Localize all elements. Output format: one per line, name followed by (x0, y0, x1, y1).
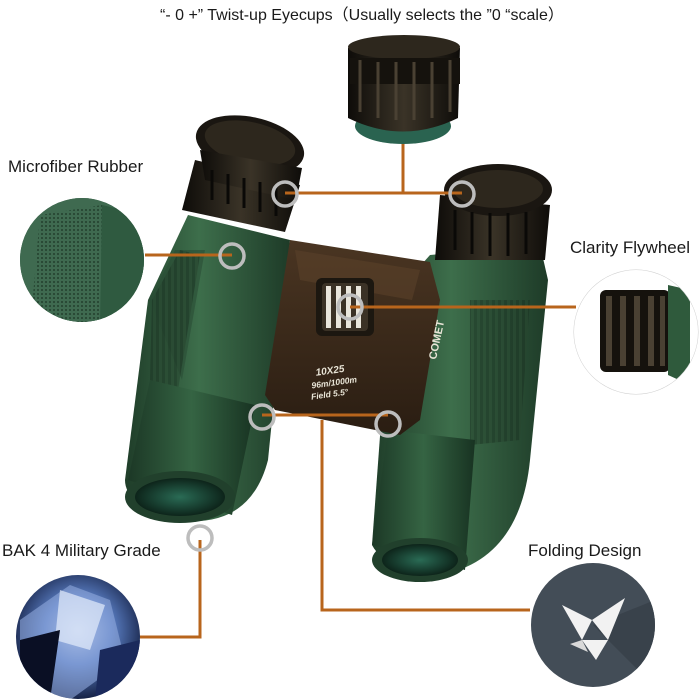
folding-detail-image (531, 563, 655, 687)
left-eyecup (182, 115, 305, 232)
model-text: 10X25 (315, 364, 346, 379)
folding-callout-label: Folding Design (528, 541, 642, 560)
flywheel-callout-label: Clarity Flywheel (570, 238, 690, 257)
bak4-callout-label: BAK 4 Military Grade (2, 541, 161, 560)
marker-hinge-right (374, 410, 402, 438)
marker-right-eyecup (448, 180, 476, 208)
marker-flywheel (336, 293, 364, 321)
right-eyecup (435, 164, 552, 260)
binocular: 10X25 96m/1000m Field 5.5° COMET (125, 115, 552, 582)
marker-left-eyecup (271, 180, 299, 208)
leader-lines (140, 140, 576, 639)
marker-lens (186, 524, 214, 552)
microfiber-detail-image (20, 198, 144, 322)
flywheel-detail-image (573, 269, 699, 395)
bak4-detail-image (16, 575, 140, 699)
marker-hinge-left (248, 403, 276, 431)
eyecups-callout-label: “- 0 +” Twist-up Eyecups（Usually selects… (160, 7, 564, 24)
origami-bird-icon (562, 598, 625, 660)
eyecup-detail-image (348, 35, 460, 144)
marker-rubber (218, 242, 246, 270)
microfiber-callout-label: Microfiber Rubber (8, 157, 144, 176)
marker-rings (186, 180, 476, 552)
